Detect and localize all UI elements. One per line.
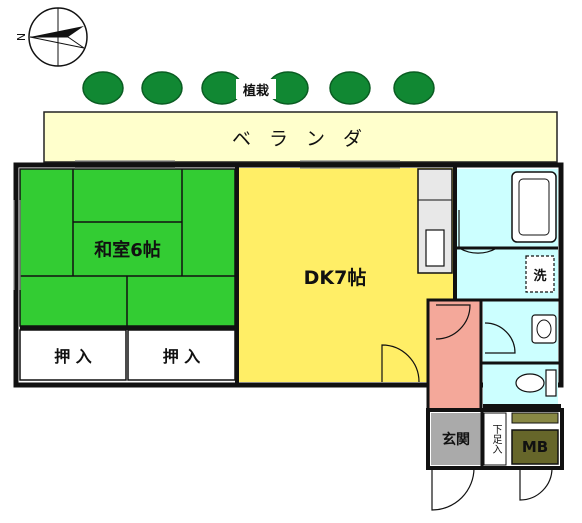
washitsu-tatami — [19, 168, 236, 327]
window-marks — [13, 160, 400, 290]
compass-north-label: N — [14, 32, 28, 42]
veranda-label: ベ ラ ン ダ — [231, 127, 369, 150]
toilet-icon — [515, 369, 557, 397]
oshiire-2-label: 押 入 — [162, 347, 201, 366]
door-swings — [381, 210, 553, 511]
genkan-label: 玄関 — [442, 432, 470, 448]
compass-icon — [28, 7, 88, 67]
dk-label: DK7帖 — [303, 266, 367, 289]
tree-icons — [82, 71, 435, 105]
washer-label: 洗 — [533, 268, 547, 284]
getabako-label: 下足入 — [490, 424, 501, 454]
washer-space — [525, 255, 555, 293]
oshiire-2-room — [127, 329, 236, 381]
mb-label: MB — [521, 438, 549, 456]
washitsu-label: 和室6帖 — [94, 240, 161, 261]
planting-label-box — [236, 79, 276, 99]
kitchen-counter — [417, 168, 453, 274]
mb-box — [511, 429, 559, 465]
planting-label: 植栽 — [242, 83, 269, 99]
genkan-area — [431, 413, 481, 465]
corridor — [426, 298, 483, 412]
veranda — [43, 111, 558, 163]
getabako-box — [483, 412, 507, 466]
oshiire-1-room — [19, 329, 127, 381]
washbasin-icon — [531, 314, 557, 344]
oshiire-1-label: 押 入 — [54, 347, 92, 366]
